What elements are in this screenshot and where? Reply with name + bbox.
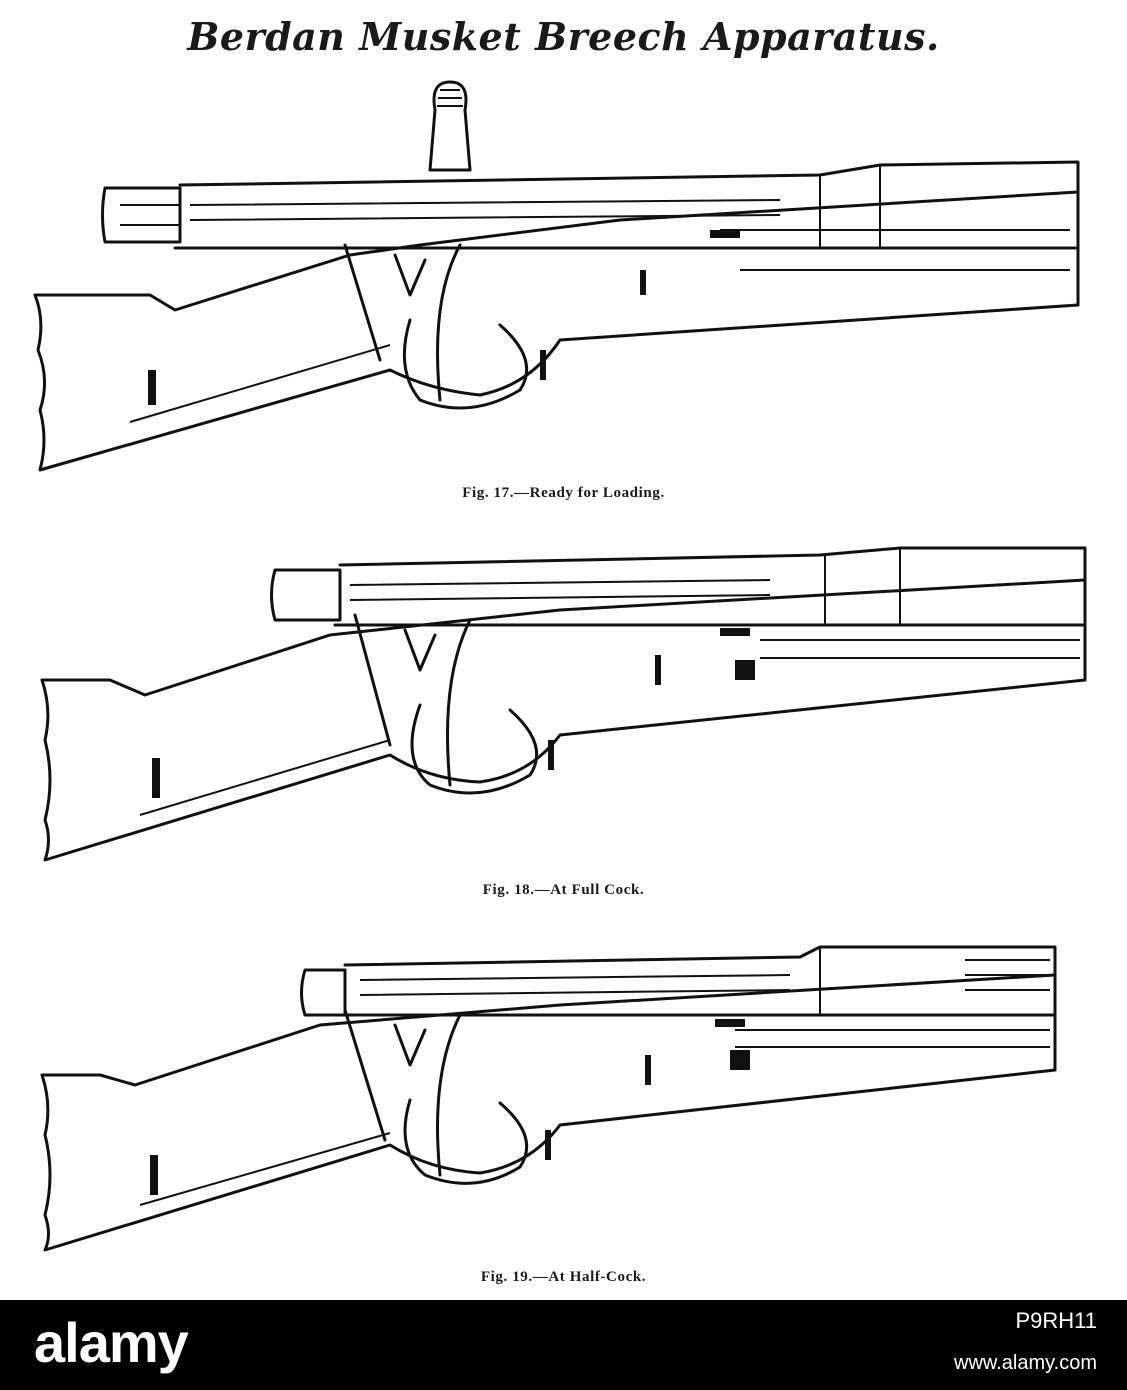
rifle-drawing-ready-for-loading [33,80,1080,472]
figure-17-caption: Fig. 17.—Ready for Loading. [462,485,665,501]
figure-18: Fig. 18.—At Full Cock. [0,540,1127,920]
image-id: P9RH11 [1015,1308,1097,1333]
rifle-drawing-at-full-cock [40,546,1087,862]
stock-photo-footer: alamy P9RH11 www.alamy.com [0,1300,1127,1390]
figure-19-caption: Fig. 19.—At Half-Cock. [480,1269,647,1285]
site-url: www.alamy.com [954,1352,1097,1374]
figure-18-caption: Fig. 18.—At Full Cock. [482,882,645,898]
rifle-drawing-at-half-cock [40,945,1057,1252]
figure-19: Fig. 19.—At Half-Cock. [0,935,1127,1295]
alamy-logo: alamy [34,1311,189,1374]
engraving-page: Berdan Musket Breech Apparatus. [0,14,1127,1295]
figure-17: Fig. 17.—Ready for Loading. [0,70,1127,540]
page-title: Berdan Musket Breech Apparatus. [187,14,940,59]
